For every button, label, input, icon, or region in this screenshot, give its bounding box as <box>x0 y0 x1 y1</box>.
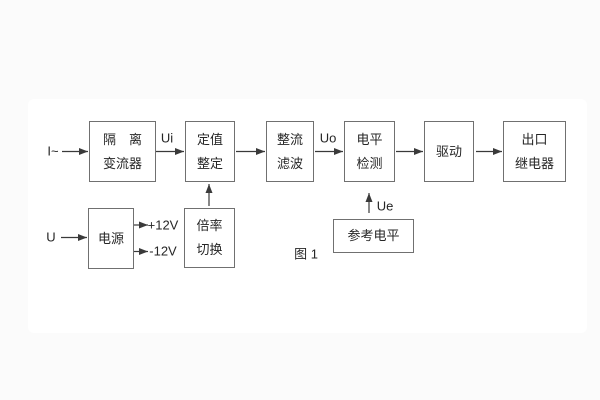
block-setpoint-setting-line2: 整定 <box>196 155 223 171</box>
block-isolation-converter-line2: 变流器 <box>102 155 142 171</box>
block-setpoint-setting-line1: 定值 <box>196 131 223 147</box>
label-input-voltage: U <box>46 229 56 245</box>
label-ue: Ue <box>376 198 394 214</box>
block-ratio-switching: 倍率 切换 <box>184 208 235 268</box>
block-drive-label: 驱动 <box>435 143 462 159</box>
block-ratio-switching-line1: 倍率 <box>196 218 223 233</box>
block-reference-level: 参考电平 <box>333 219 414 253</box>
label-plus-12v: +12V <box>147 217 179 233</box>
figure-caption: 图 1 <box>294 246 318 262</box>
block-rectifier-filter: 整流 滤波 <box>266 121 314 182</box>
block-rectifier-filter-line1: 整流 <box>276 131 303 147</box>
label-input-current: I~ <box>47 143 59 159</box>
label-minus-12v: -12V <box>149 243 177 259</box>
label-ui: Ui <box>160 130 174 146</box>
block-output-relay: 出口 继电器 <box>503 121 566 182</box>
block-power-supply-label: 电源 <box>97 230 124 246</box>
block-setpoint-setting: 定值 整定 <box>185 121 235 182</box>
block-isolation-converter: 隔 离 变流器 <box>89 121 156 182</box>
block-level-detection-line2: 检测 <box>356 155 383 171</box>
block-output-relay-line1: 出口 <box>521 131 548 147</box>
block-isolation-converter-line1: 隔 离 <box>102 131 142 147</box>
block-rectifier-filter-line2: 滤波 <box>276 155 303 171</box>
block-level-detection-line1: 电平 <box>356 131 383 147</box>
block-drive: 驱动 <box>424 121 474 182</box>
block-output-relay-line2: 继电器 <box>514 155 554 171</box>
block-reference-level-label: 参考电平 <box>347 228 400 243</box>
block-ratio-switching-line2: 切换 <box>196 242 223 257</box>
label-uo: Uo <box>319 130 337 146</box>
block-level-detection: 电平 检测 <box>344 121 395 182</box>
block-power-supply: 电源 <box>88 208 134 269</box>
